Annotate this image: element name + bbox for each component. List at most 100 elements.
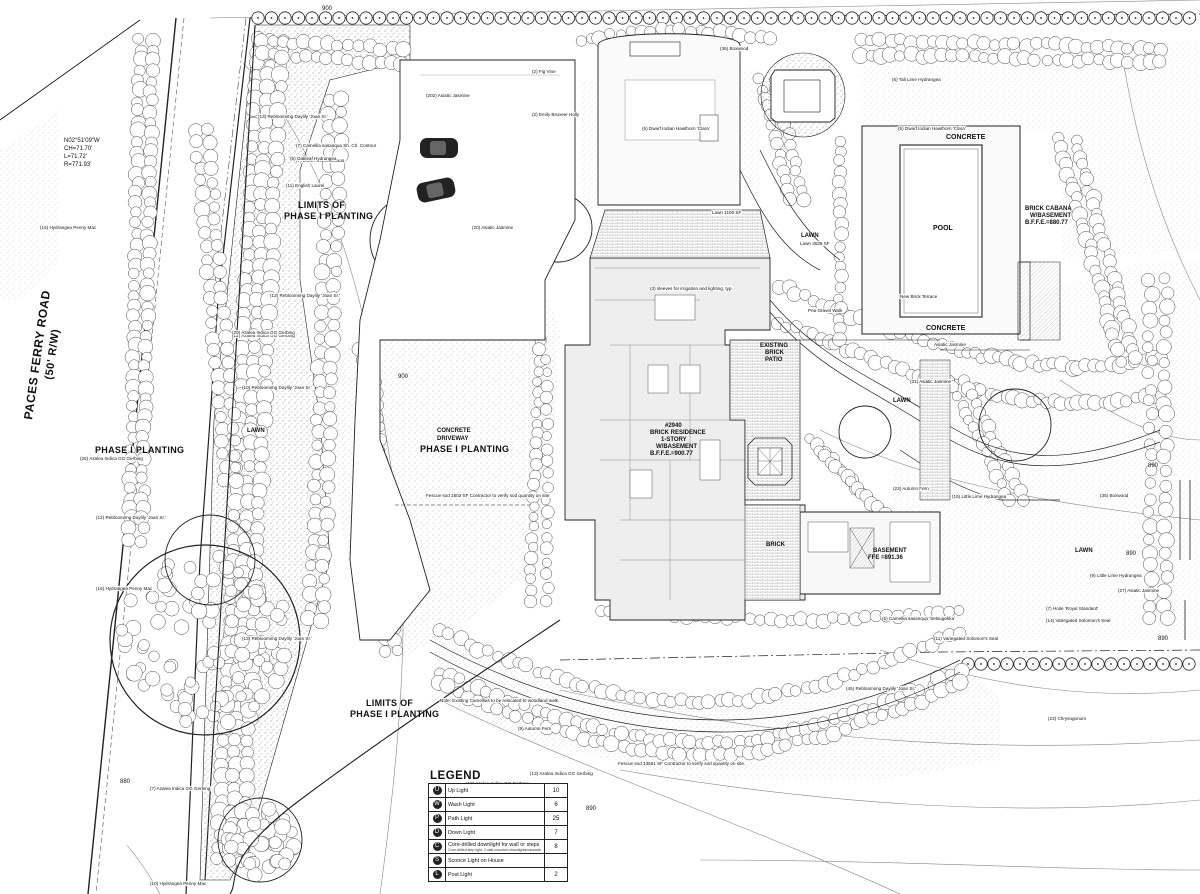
shrub-icon: [253, 446, 270, 463]
shrub-icon: [242, 830, 259, 848]
shrub-icon: [768, 687, 782, 701]
shrub-icon: [331, 213, 345, 227]
lawn-label: LAWN: [801, 233, 819, 239]
shrub-icon: [831, 175, 846, 189]
shrub-icon: [856, 663, 868, 675]
shrub-icon: [190, 602, 208, 620]
shrub-icon: [839, 722, 852, 736]
shrub-icon: [128, 280, 140, 292]
shrub-icon: [194, 574, 208, 588]
patio-label: BRICK: [765, 350, 785, 356]
shrub-icon: [1142, 611, 1157, 625]
shrub-icon: [1158, 369, 1170, 382]
shrub-icon: [834, 135, 846, 148]
shrub-icon: [793, 611, 808, 626]
shrub-icon: [441, 627, 455, 640]
contour-label: 900: [322, 6, 333, 12]
plant-callout: (12) Rebloomimg Daylily 'Joan Sr.': [96, 515, 166, 520]
shrub-icon: [752, 72, 764, 85]
shrub-icon: [523, 594, 538, 609]
patio-label: EXISTING: [760, 343, 788, 349]
shrub-icon: [542, 467, 554, 479]
shrub-icon: [1142, 506, 1154, 518]
shrub-icon: [202, 135, 218, 151]
shrub-icon: [251, 496, 265, 510]
shrub-icon: [130, 153, 147, 169]
shrub-icon: [951, 673, 969, 691]
shrub-icon: [130, 206, 142, 218]
basement-label: BASEMENT: [873, 548, 907, 554]
shrub-icon: [243, 460, 256, 473]
shrub-icon: [1042, 55, 1054, 67]
shrub-icon: [542, 581, 555, 595]
shrub-icon: [778, 738, 792, 752]
shrub-icon: [987, 52, 1000, 65]
shrub-icon: [1090, 40, 1105, 55]
legend-label: Sconce Light on House: [445, 853, 545, 868]
shrub-icon: [315, 586, 332, 603]
shrub-icon: [129, 216, 141, 228]
shrub-icon: [216, 733, 230, 747]
shrub-icon: [195, 705, 210, 719]
residence-label: B.F.F.E.=900.77: [650, 451, 694, 457]
shrub-icon: [539, 390, 553, 404]
shrub-icon: [132, 32, 144, 45]
shrub-icon: [1142, 394, 1155, 406]
car-icon: [416, 177, 456, 203]
shrub-icon: [662, 732, 677, 747]
shrub-icon: [278, 857, 291, 871]
shrub-icon: [263, 232, 282, 251]
legend-icon-cell: P: [428, 811, 446, 826]
shrub-icon: [252, 507, 265, 520]
plant-callout: (35) Boxwood: [1100, 493, 1129, 498]
plant-callout: (2) Fig Vine: [532, 69, 556, 74]
plant-callout: (20) Azalea Indica GG Gerbing: [232, 330, 295, 335]
shrub-icon: [780, 321, 792, 333]
plant-callouts: (13) Rebloomimg Daylily 'Joan Sr.'(7) Ca…: [39, 45, 1161, 887]
shrub-icon: [274, 49, 290, 66]
shrub-icon: [1142, 518, 1159, 535]
shrub-icon: [209, 188, 222, 200]
shrub-icon: [206, 177, 218, 189]
plant-callout: (5) Dwarf Indian Hawthorn 'Clara': [642, 126, 710, 131]
shrub-icon: [131, 136, 143, 148]
legend-label: Wash Light: [445, 797, 545, 812]
shrub-icon: [221, 356, 235, 370]
shrub-icon: [216, 305, 231, 320]
plant-callout: (5) Dwarf Indian Hawthorn 'Clara': [898, 126, 966, 131]
shrub-icon: [541, 505, 555, 519]
tree-row-top: [251, 11, 1197, 25]
shrub-icon: [213, 290, 229, 306]
shrub-icon: [989, 39, 1001, 51]
shrub-icon: [264, 198, 281, 214]
light-fixture-icon: C: [432, 842, 442, 851]
shrub-icon: [1142, 330, 1154, 342]
shrub-icon: [247, 816, 262, 832]
shrub-icon: [226, 520, 240, 533]
plant-callout: (5) Oakleaf Hydrangea: [290, 156, 337, 161]
shrub-icon: [1156, 448, 1172, 464]
shrub-icon: [318, 573, 330, 585]
shrub-icon: [330, 171, 346, 186]
shrub-icon: [307, 478, 321, 493]
plan-labels: PACES FERRY ROAD (50' R/W) LIMITS OF PHA…: [21, 6, 1169, 812]
shrub-icon: [218, 329, 234, 345]
legend-quantity: 7: [544, 825, 568, 840]
shrub-icon: [135, 471, 148, 484]
plant-callout: Pea Gravel Walk: [808, 308, 843, 313]
legend-label: Down Light: [445, 825, 545, 840]
legend-label: Path Light: [445, 811, 545, 826]
shrub-icon: [832, 205, 846, 219]
plant-callout: (15) Little Lime Hydrangea: [952, 494, 1007, 499]
shrub-icon: [796, 192, 812, 208]
shrub-icon: [227, 733, 242, 747]
shrub-icon: [229, 461, 242, 474]
brick-label: BRICK: [766, 542, 786, 548]
shrub-icon: [1115, 356, 1128, 368]
shrub-icon: [238, 767, 255, 784]
shrub-icon: [316, 214, 332, 229]
bearing-label: L=71.72': [64, 154, 87, 160]
shrub-icon: [246, 140, 259, 153]
shrub-icon: [194, 201, 211, 218]
shrub-icon: [1158, 546, 1172, 560]
